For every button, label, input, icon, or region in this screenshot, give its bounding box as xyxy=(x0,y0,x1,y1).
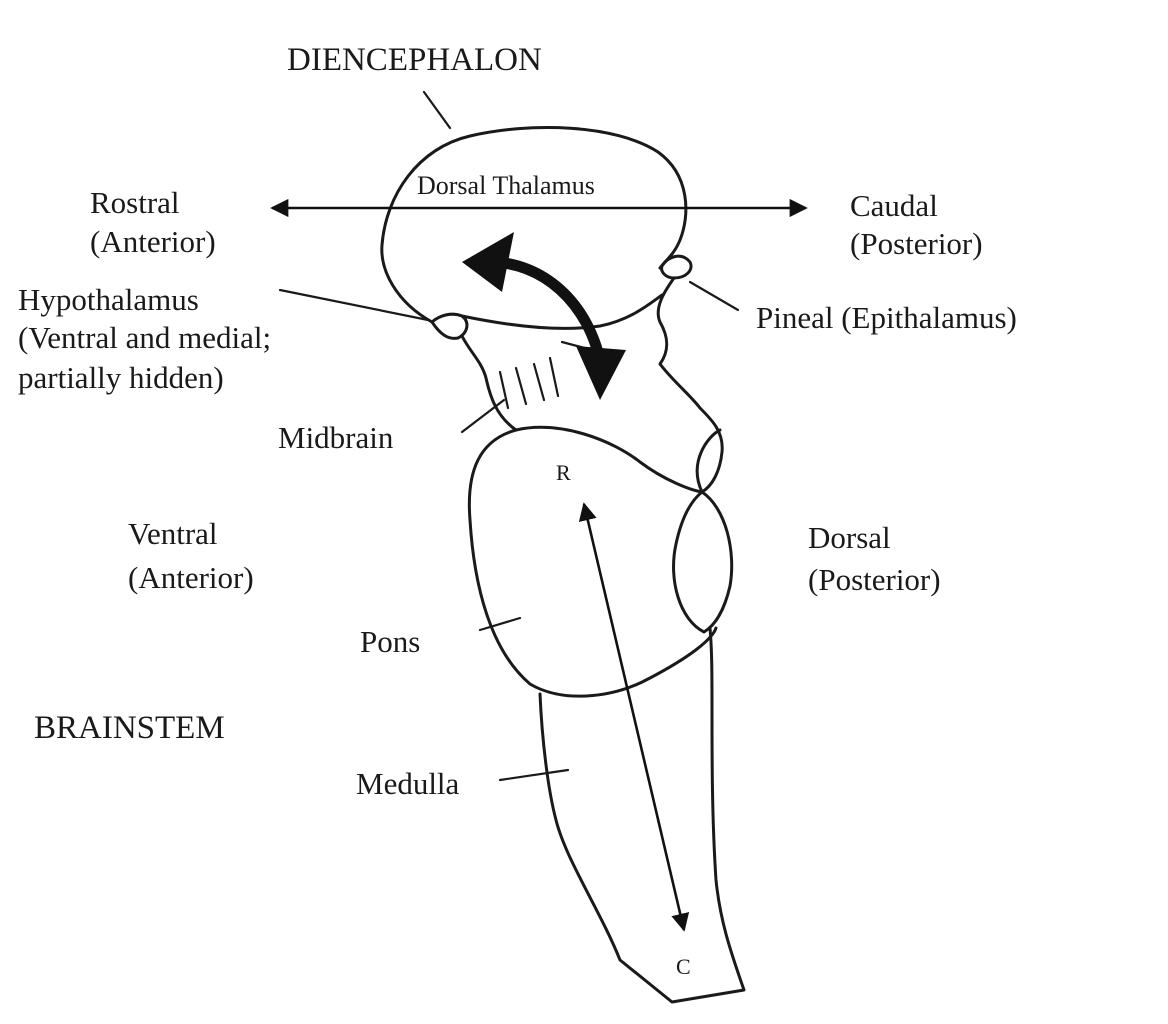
brainstem-rc-arrow xyxy=(578,502,690,932)
dorsal-sub-label: (Posterior) xyxy=(808,562,941,597)
dorsal-thalamus-label: Dorsal Thalamus xyxy=(417,171,595,200)
tectum-outline xyxy=(656,276,724,494)
medulla-label: Medulla xyxy=(356,766,460,801)
dorsal-label: Dorsal xyxy=(808,520,891,555)
pons-label: Pons xyxy=(360,624,420,659)
hypothalamus-sub-label-1: (Ventral and medial; xyxy=(18,320,271,355)
flexure-arrowhead-bottom xyxy=(576,346,626,400)
medulla-outline xyxy=(538,626,746,1004)
peduncle-outline xyxy=(672,428,734,634)
pons-leader xyxy=(478,616,522,632)
rostral-label: Rostral xyxy=(90,185,180,220)
pineal-outline xyxy=(660,254,693,280)
diencephalon-title: DIENCEPHALON xyxy=(287,42,542,78)
diencephalon-outline xyxy=(380,126,688,324)
midbrain-label: Midbrain xyxy=(278,420,394,455)
hypothalamus-outline xyxy=(430,312,469,340)
midbrain-striations xyxy=(498,356,560,410)
pons-outline xyxy=(467,428,718,698)
flexure-curved-arrow xyxy=(484,256,608,376)
hypothalamus-sub-label-2: partially hidden) xyxy=(18,360,224,395)
ventral-sub-label: (Anterior) xyxy=(128,560,254,595)
rostral-sub-label: (Anterior) xyxy=(90,224,216,259)
rostral-marker: R xyxy=(556,460,571,485)
pineal-leader xyxy=(688,280,740,312)
thalamus-lower-boundary xyxy=(460,293,664,330)
pons-upper-boundary xyxy=(514,425,704,494)
diencephalon-leader xyxy=(422,90,452,130)
pineal-label: Pineal (Epithalamus) xyxy=(756,300,1017,335)
ventral-label: Ventral xyxy=(128,516,218,551)
midbrain-outline xyxy=(460,334,518,432)
hypothalamus-label: Hypothalamus xyxy=(18,282,199,317)
caudal-label: Caudal xyxy=(850,188,938,223)
medulla-leader xyxy=(498,768,570,782)
caudal-marker: C xyxy=(676,954,691,979)
flexure-arrowhead-top xyxy=(462,232,514,292)
caudal-sub-label: (Posterior) xyxy=(850,226,983,261)
brainstem-section-label: BRAINSTEM xyxy=(34,710,225,746)
hypothalamus-leader xyxy=(278,288,430,322)
midbrain-leader xyxy=(460,398,506,434)
